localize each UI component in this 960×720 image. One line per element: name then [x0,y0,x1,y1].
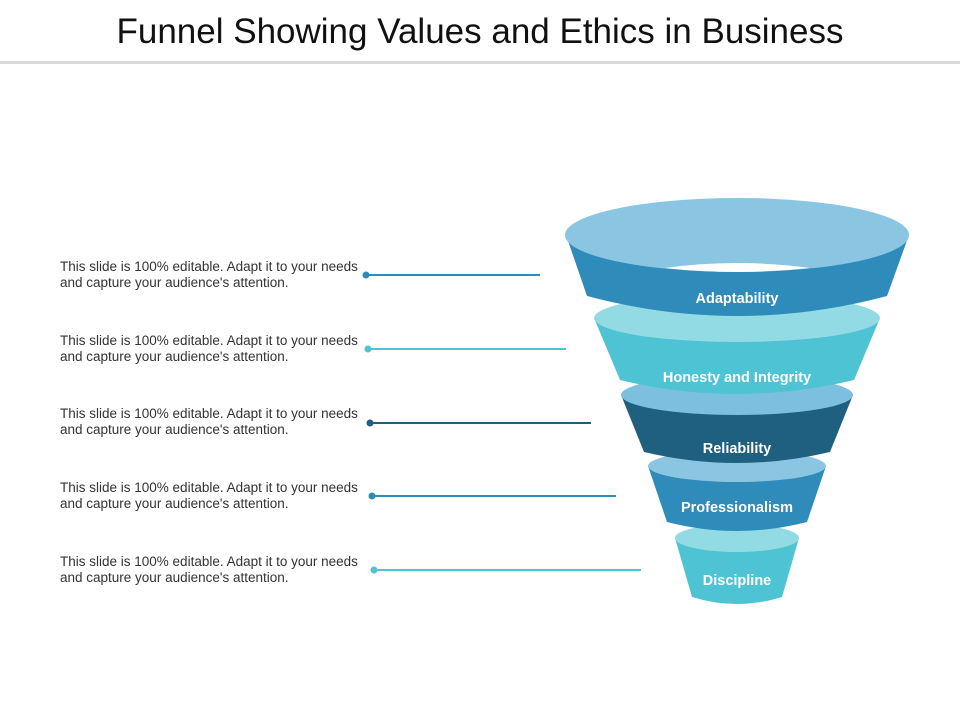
segment-label-professionalism: Professionalism [681,500,793,516]
segment-label-reliability: Reliability [703,441,772,457]
description-1: This slide is 100% editable. Adapt it to… [60,259,358,290]
description-5: This slide is 100% editable. Adapt it to… [60,554,358,585]
segment-label-honesty-integrity: Honesty and Integrity [663,370,811,386]
connector-5 [370,566,641,574]
segment-label-adaptability: Adaptability [696,291,779,307]
funnel-segment-discipline: Discipline [675,524,799,604]
connector-1 [362,271,540,279]
description-4: This slide is 100% editable. Adapt it to… [60,480,358,511]
connector-2 [364,345,566,353]
description-3: This slide is 100% editable. Adapt it to… [60,406,358,437]
segment-label-discipline: Discipline [703,573,772,589]
page-title: Funnel Showing Values and Ethics in Busi… [116,12,844,51]
funnel-segment-adaptability: Adaptability [565,198,909,316]
title-divider [0,61,960,64]
connector-4 [368,492,616,500]
connector-3 [366,419,591,427]
description-2: This slide is 100% editable. Adapt it to… [60,333,358,364]
